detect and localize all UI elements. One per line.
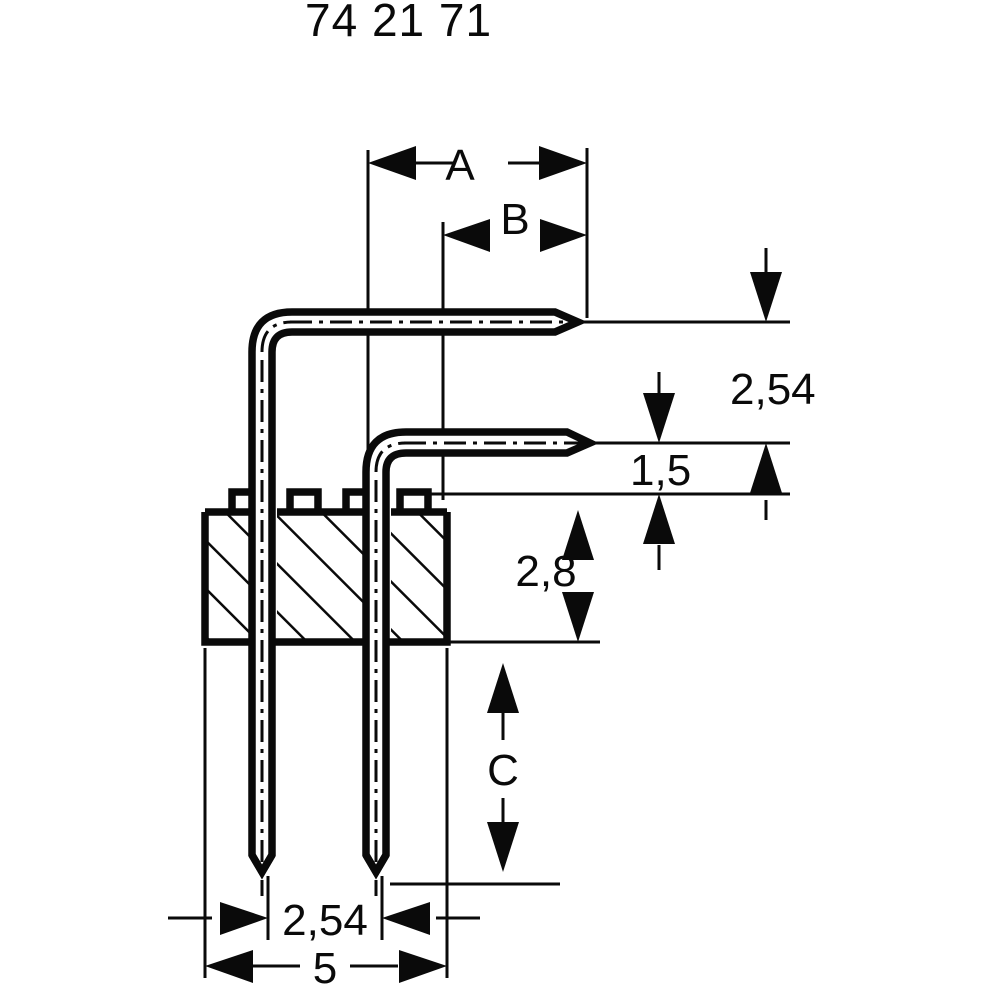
dimension-one-five-arrow-top — [643, 393, 675, 443]
pin-tips-bottom — [248, 853, 390, 880]
dimension-a-label: A — [445, 141, 475, 190]
dimension-pitch-horizontal: 2,54 — [168, 896, 480, 945]
dimension-b-arrow-right — [540, 219, 587, 252]
upper-pin-outline — [248, 308, 588, 880]
dimension-a-arrow-right — [539, 146, 587, 180]
dimension-two-eight: 2,8 — [515, 510, 594, 642]
dimension-b-arrow-left — [443, 219, 490, 252]
dimension-width-arrow-left — [205, 950, 253, 983]
dimension-c: C — [487, 663, 519, 872]
dimension-pitch-h-arrow-right — [382, 902, 430, 935]
dimension-c-label: C — [487, 746, 519, 795]
body-tab-mid-left — [286, 488, 322, 512]
dimension-one-five-arrow-bottom — [643, 494, 675, 544]
insulator-body — [201, 488, 451, 646]
lower-pin-centerline-bend — [374, 441, 407, 473]
dimension-pitch-arrow-top — [750, 272, 782, 322]
body-tab-right — [396, 488, 432, 512]
lower-pin-outline — [362, 428, 600, 880]
dimension-a: A — [368, 141, 587, 190]
upper-bent-pin — [248, 308, 600, 896]
right-pin-tip — [362, 853, 390, 880]
lower-bent-pin — [362, 428, 612, 896]
dimension-a-arrow-left — [368, 146, 416, 180]
dimension-pitch-vertical: 2,54 — [730, 248, 816, 520]
part-number-title: 74 21 71 — [305, 0, 492, 46]
dimension-b-label: B — [500, 195, 529, 244]
dimension-two-eight-arrow-top — [562, 510, 594, 560]
dimension-one-five-label: 1,5 — [630, 446, 691, 495]
left-pin-tip — [248, 853, 276, 880]
dimension-width: 5 — [205, 944, 447, 987]
body-outline — [201, 512, 451, 646]
upper-pin-centerline-bend — [260, 320, 293, 353]
dimension-width-arrow-right — [399, 950, 447, 983]
dimension-width-label: 5 — [313, 944, 337, 987]
dimension-pitch-horizontal-label: 2,54 — [282, 896, 368, 945]
dimension-b: B — [443, 195, 587, 252]
dimension-pitch-h-arrow-left — [220, 902, 268, 935]
dimension-two-eight-arrow-bottom — [562, 592, 594, 642]
dimension-c-arrow-bottom — [487, 822, 519, 872]
dimension-pitch-vertical-label: 2,54 — [730, 365, 816, 414]
dimension-pitch-arrow-bottom — [750, 443, 782, 493]
dimension-two-eight-label: 2,8 — [515, 547, 576, 596]
dimension-one-five: 1,5 — [630, 372, 691, 570]
dimension-c-arrow-top — [487, 663, 519, 713]
